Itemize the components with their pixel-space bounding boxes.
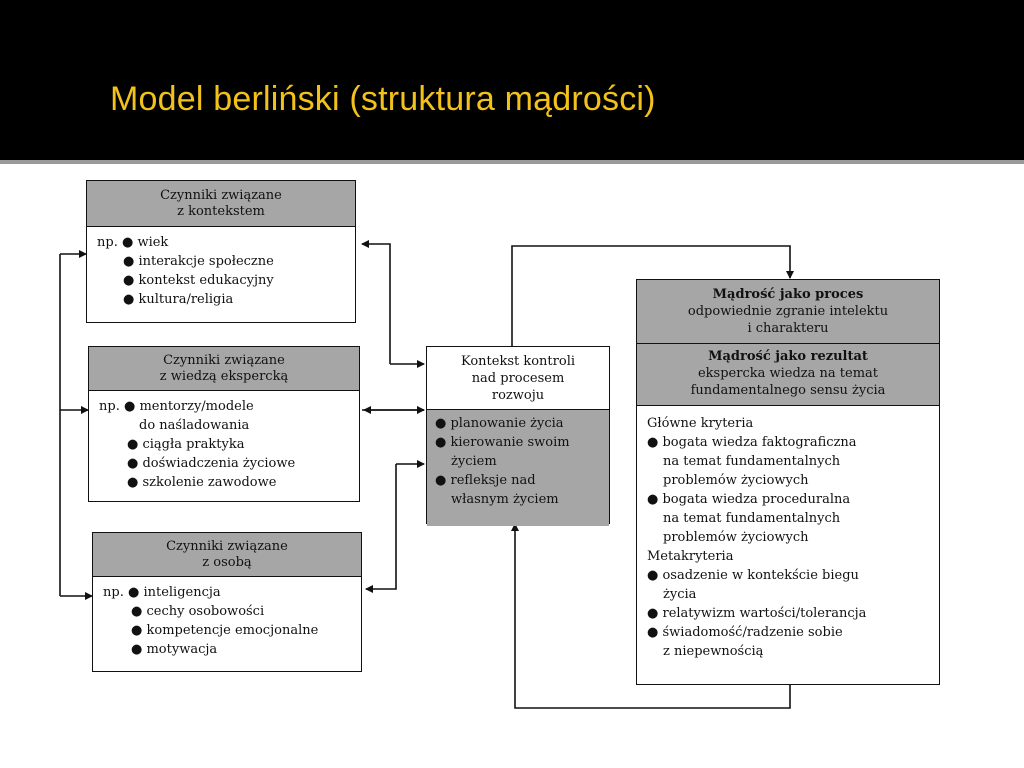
list-item: kompetencje emocjonalne bbox=[146, 623, 319, 638]
list-item: bogata wiedza proceduralna bbox=[662, 492, 851, 507]
slide-header: Model berliński (struktura mądrości) bbox=[0, 0, 1024, 160]
control-context-list: ● planowanie życia ● kierowanie swoim ży… bbox=[427, 410, 609, 526]
context-factors-header: Czynniki związane z kontekstem bbox=[87, 181, 355, 227]
context-factors-list: np. ● wiek ● interakcje społeczne ● kont… bbox=[97, 235, 274, 307]
title-divider bbox=[0, 160, 1024, 164]
list-item: relatywizm wartości/tolerancja bbox=[662, 606, 867, 621]
list-item: własnym życiem bbox=[451, 492, 559, 507]
expert-factors-list: np. ● mentorzy/modele do naśladowania ● … bbox=[89, 391, 359, 498]
person-factors-list: np. ● inteligencja ● cechy osobowości ● … bbox=[103, 585, 319, 657]
main-criteria-title: Główne kryteria bbox=[647, 416, 754, 431]
list-item: interakcje społeczne bbox=[138, 254, 274, 269]
list-item: świadomość/radzenie sobie bbox=[662, 625, 843, 640]
list-item: mentorzy/modele bbox=[139, 399, 254, 414]
list-item: kierowanie swoim bbox=[450, 435, 570, 450]
list-item: osadzenie w kontekście biegu bbox=[662, 568, 859, 583]
list-item: kontekst edukacyjny bbox=[138, 273, 274, 288]
np-label: np. bbox=[103, 585, 124, 600]
list-item: bogata wiedza faktograficzna bbox=[662, 435, 857, 450]
list-item: motywacja bbox=[146, 642, 218, 657]
list-item: ciągła praktyka bbox=[142, 437, 245, 452]
connector-context-control bbox=[361, 240, 391, 364]
list-item: problemów życiowych bbox=[663, 530, 809, 545]
list-item: życiem bbox=[451, 454, 497, 469]
list-item: na temat fundamentalnych bbox=[663, 511, 841, 526]
list-item: szkolenie zawodowe bbox=[142, 475, 277, 490]
person-factors-box: Czynniki związane z osobą np. ● intelige… bbox=[92, 532, 362, 672]
context-factors-box: Czynniki związane z kontekstem np. ● wie… bbox=[86, 180, 356, 323]
person-factors-header: Czynniki związane z osobą bbox=[93, 533, 361, 577]
control-context-box: Kontekst kontroli nad procesem rozwoju ●… bbox=[426, 346, 610, 526]
list-item: wiek bbox=[137, 235, 169, 250]
connector-person-control bbox=[365, 464, 397, 593]
list-item: życia bbox=[663, 587, 697, 602]
list-item: refleksje nad bbox=[450, 473, 536, 488]
feedback-loop-top bbox=[511, 245, 794, 346]
control-context-header: Kontekst kontroli nad procesem rozwoju bbox=[427, 347, 609, 410]
meta-criteria-title: Metakryteria bbox=[647, 549, 734, 564]
list-item: z niepewnością bbox=[663, 644, 764, 659]
list-item: kultura/religia bbox=[138, 292, 234, 307]
expert-factors-header: Czynniki związane z wiedzą ekspercką bbox=[89, 347, 359, 391]
wisdom-process-header: Mądrość jako proces odpowiednie zgranie … bbox=[637, 280, 939, 344]
np-label: np. bbox=[97, 235, 118, 250]
feedback-loop-bottom bbox=[511, 523, 791, 709]
list-item: inteligencja bbox=[143, 585, 221, 600]
wisdom-result-header: Mądrość jako rezultat ekspercka wiedza n… bbox=[637, 344, 939, 406]
list-item: doświadczenia życiowe bbox=[142, 456, 296, 471]
list-item: do naśladowania bbox=[139, 418, 250, 433]
diagram-canvas: Czynniki związane z kontekstem np. ● wie… bbox=[0, 164, 1024, 768]
wisdom-box: Mądrość jako proces odpowiednie zgranie … bbox=[636, 279, 940, 685]
list-item: na temat fundamentalnych bbox=[663, 454, 841, 469]
list-item: problemów życiowych bbox=[663, 473, 809, 488]
expert-factors-box: Czynniki związane z wiedzą ekspercką np.… bbox=[88, 346, 360, 502]
slide-title: Model berliński (struktura mądrości) bbox=[110, 80, 656, 118]
connector-arrows bbox=[59, 240, 794, 709]
np-label: np. bbox=[99, 399, 120, 414]
list-item: planowanie życia bbox=[450, 416, 564, 431]
wisdom-criteria: Główne kryteria ● bogata wiedza faktogra… bbox=[637, 406, 939, 669]
list-item: cechy osobowości bbox=[146, 604, 265, 619]
